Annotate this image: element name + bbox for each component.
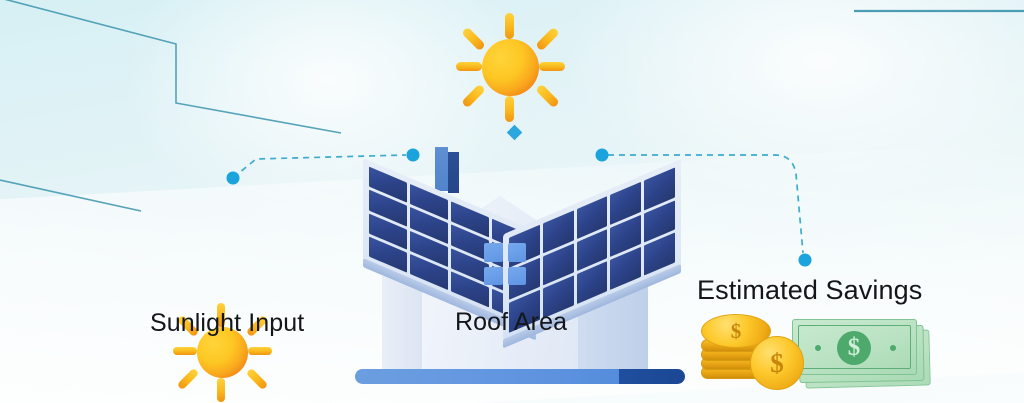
diamond-marker	[506, 124, 523, 141]
house-window	[484, 243, 526, 285]
node-dot-sunlight	[226, 171, 240, 185]
sun-disc	[197, 327, 248, 378]
sun-ray	[248, 347, 272, 355]
sun-ray	[173, 347, 197, 355]
progress-fill	[355, 369, 619, 384]
sun-ray	[539, 62, 565, 71]
sun-ray	[535, 26, 560, 52]
coin-front: $	[750, 336, 804, 390]
sun-ray	[535, 83, 560, 109]
sun-icon-sunlight	[172, 302, 272, 402]
dollar-bill-front: $	[792, 319, 917, 375]
window-pane	[484, 243, 503, 262]
window-pane	[507, 266, 526, 285]
sun-ray	[456, 62, 482, 71]
chimney-face-left	[435, 147, 448, 191]
sun-ray	[245, 367, 269, 391]
progress-remainder	[619, 369, 685, 384]
node-dot-savings	[798, 253, 812, 267]
sun-icon-top	[455, 12, 565, 122]
sun-ray	[505, 96, 514, 122]
roof-area-label: Roof Area	[455, 308, 568, 336]
sun-ray	[505, 13, 514, 39]
sun-disc	[482, 39, 539, 96]
roof-area-progress-bar[interactable]	[355, 369, 685, 384]
bill-pip	[890, 345, 896, 351]
bill-dollar-seal: $	[837, 331, 871, 365]
bill-pip	[815, 345, 821, 351]
sunlight-input-label: Sunlight Input	[150, 309, 305, 337]
money-icon: $ $ $	[693, 300, 931, 395]
sun-ray	[217, 378, 225, 402]
window-pane	[507, 243, 526, 262]
sun-ray	[217, 303, 225, 327]
house-with-solar-panels	[355, 140, 685, 380]
sun-ray	[461, 83, 486, 109]
sun-ray	[176, 367, 200, 391]
window-pane	[484, 266, 503, 285]
chimney-face-right	[448, 152, 459, 193]
sun-ray	[461, 26, 486, 52]
estimated-savings-label: Estimated Savings	[697, 275, 923, 305]
